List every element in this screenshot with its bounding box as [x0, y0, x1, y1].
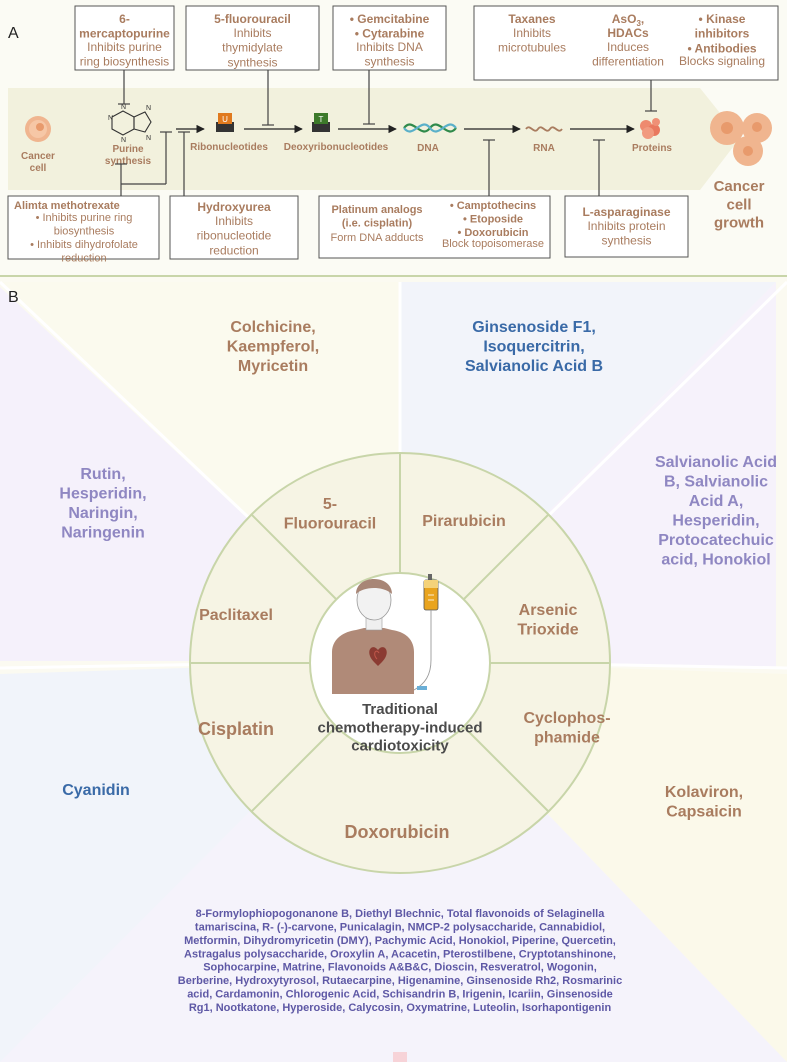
segment-pirarubicin: Pirarubicin: [422, 513, 506, 530]
protectors-lower-left: Cyanidin: [62, 782, 130, 799]
drug-name: Alimta methotrexate: [14, 200, 120, 212]
rna-strand-icon: [525, 126, 563, 132]
protectors-lower-right: Kolaviron,Capsaicin: [665, 784, 743, 821]
label-ribonucleotides: Ribonucleotides: [190, 142, 268, 153]
cancer-cells-icon: [710, 111, 772, 166]
protein-cluster-icon: [640, 118, 660, 139]
box-platinum-camptothecins: Platinum analogs(i.e. cisplatin) Form DN…: [318, 195, 551, 259]
drug-effect-platinum: Form DNA adducts: [331, 232, 424, 244]
label-rna: RNA: [533, 143, 555, 154]
bottom-marker: [393, 1052, 407, 1062]
segment-fluorouracil: 5-Fluorouracil: [284, 496, 376, 533]
svg-text:N: N: [121, 104, 126, 111]
thymine-nucleotide-icon: T: [312, 113, 330, 132]
drug-list-camptothecins: • Camptothecins• Etoposide• Doxorubicin: [450, 200, 536, 239]
drug-name-platinum: Platinum analogs(i.e. cisplatin): [331, 204, 422, 229]
protectors-top: Colchicine,Kaempferol,Myricetin: [227, 319, 319, 375]
segment-cisplatin: Cisplatin: [198, 719, 274, 739]
drug-effect-kinase: Blocks signaling: [679, 54, 765, 68]
drug-name-taxanes: Taxanes: [508, 12, 555, 26]
svg-text:T: T: [319, 115, 324, 124]
drug-name-hdacs: HDACs: [607, 26, 649, 40]
panel-b-label: B: [8, 289, 19, 306]
drug-effect-camptothecins: Block topoisomerase: [442, 238, 544, 250]
svg-text:N: N: [146, 105, 151, 112]
label-deoxyribonucleotides: Deoxyribonucleotides: [284, 142, 389, 153]
drug-name: 5-fluorouracil: [214, 12, 291, 26]
svg-text:U: U: [222, 115, 228, 124]
label-proteins: Proteins: [632, 143, 672, 154]
segment-cyclophosphamide: Cyclophos-phamide: [523, 710, 610, 747]
patient-illustration: [332, 579, 414, 694]
drug-name: 6-mercaptopurine: [79, 12, 170, 41]
drug-list: • Gemcitabine• Cytarabine: [350, 12, 430, 41]
drug-name-aso3: AsO3,: [612, 12, 644, 28]
pathway-band: [8, 88, 740, 190]
svg-text:N: N: [121, 137, 126, 144]
iv-bag-icon: [413, 574, 439, 691]
panel-b: B Tr: [0, 277, 787, 1062]
purine-structure-icon: N N N N N: [108, 104, 152, 144]
ring-spokes: [190, 453, 610, 813]
segment-doxorubicin: Doxorubicin: [344, 822, 449, 842]
box-alimta: Alimta methotrexate • Inhibits purine ri…: [7, 195, 160, 264]
protectors-left: Rutin,Hesperidin,Naringin,Naringenin: [59, 466, 146, 542]
dna-helix-icon: [403, 123, 457, 133]
cancer-cell-icon: [25, 116, 51, 142]
uracil-nucleotide-icon: U: [216, 113, 234, 132]
drug-name: L-asparaginase: [582, 205, 670, 219]
inhibition-lines: [115, 70, 657, 196]
panel-a-label: A: [8, 25, 19, 42]
protectors-top-right: Ginsenoside F1,Isoquercitrin,Salvianolic…: [465, 319, 603, 375]
svg-text:N: N: [146, 135, 151, 142]
label-dna: DNA: [417, 143, 439, 154]
segment-paclitaxel: Paclitaxel: [199, 607, 273, 624]
svg-text:N: N: [108, 115, 113, 122]
drug-name: Hydroxyurea: [197, 200, 271, 214]
protectors-bottom: 8-Formylophiopogonanone B, Diethyl Blech…: [178, 908, 622, 1014]
